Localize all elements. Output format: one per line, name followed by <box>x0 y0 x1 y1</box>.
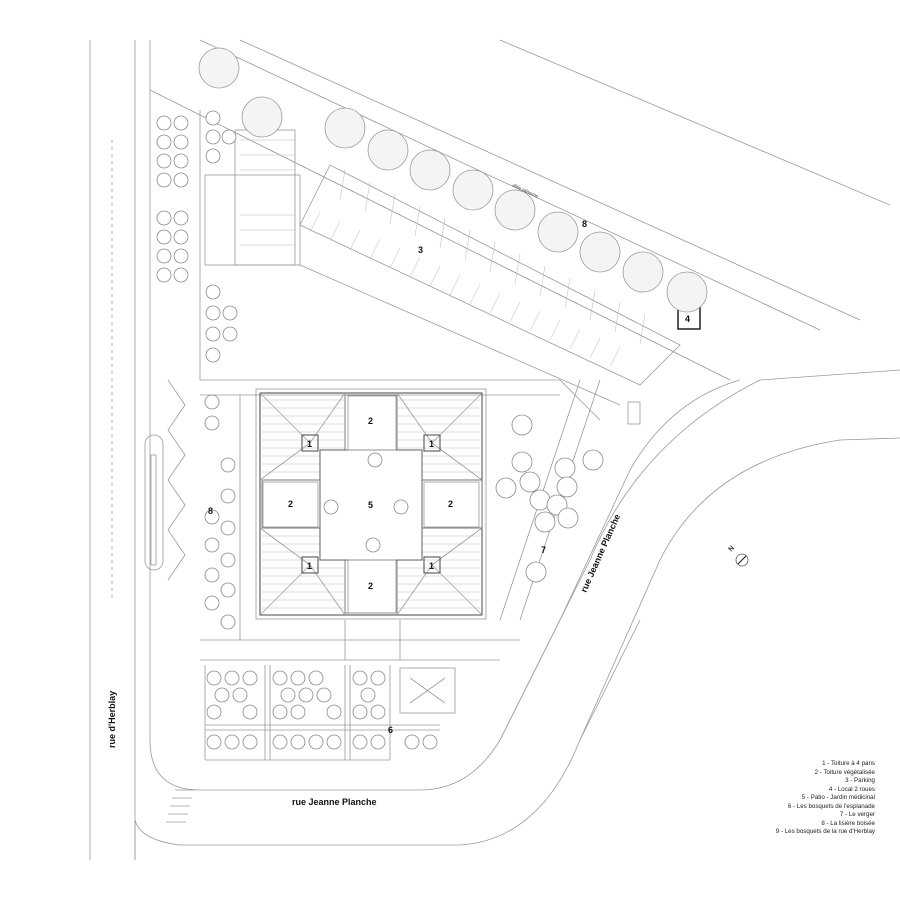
site-outline <box>167 110 701 714</box>
street-rue-jeanne-planche-south: rue Jeanne Planche <box>292 797 377 807</box>
road-lines <box>89 39 900 860</box>
legend-item: 3 - Parking <box>845 777 875 784</box>
label-local-2-roues: 4 <box>685 314 690 324</box>
legend-item: 8 - La lisière boisée <box>821 819 875 827</box>
legend-item: 7 - Le verger <box>839 811 875 818</box>
label-roof-2-w: 2 <box>288 499 293 509</box>
legend-item: 4 - Local 2 roues <box>828 785 875 793</box>
label-roof-2-e: 2 <box>448 499 453 509</box>
label-esplanade: 6 <box>388 725 393 735</box>
legend-item: 6 - Les bosquets de l'esplanade <box>787 802 875 810</box>
label-roof-2-s: 2 <box>368 581 373 591</box>
label-lisiere-top: 8 <box>582 219 587 229</box>
label-roof-1-sw: 1 <box>307 561 312 571</box>
zone-labels: 3 8 8 4 5 6 7 1 1 1 1 2 2 2 2 <box>208 219 690 735</box>
label-patio: 5 <box>368 500 373 510</box>
label-roof-2-n: 2 <box>368 416 373 426</box>
legend-item: 5 - Patio - Jardin médicinal <box>801 794 875 801</box>
trees <box>156 47 708 761</box>
legend: 1 - Toiture à 4 pans 2 - Toiture végétal… <box>740 760 875 837</box>
north-arrow-icon: N <box>727 545 749 567</box>
legend-item: 2 - Toiture végétalisée <box>814 768 875 776</box>
label-roof-1-se: 1 <box>429 561 434 571</box>
label-verger: 7 <box>541 545 546 555</box>
label-parking: 3 <box>418 245 423 255</box>
legend-item: 9 - Les bosquets de la rue d'Herblay <box>775 828 875 835</box>
label-roof-1-nw: 1 <box>307 439 312 449</box>
legend-item: 1 - Toiture à 4 pans <box>822 760 875 767</box>
street-rue-herblay: rue d'Herblay <box>107 691 117 748</box>
label-roof-1-ne: 1 <box>429 439 434 449</box>
street-rue-jeanne-planche-east: rue Jeanne Planche <box>579 513 623 594</box>
north-arrow-label: N <box>727 545 736 554</box>
label-lisiere-left: 8 <box>208 506 213 516</box>
building <box>255 388 487 620</box>
